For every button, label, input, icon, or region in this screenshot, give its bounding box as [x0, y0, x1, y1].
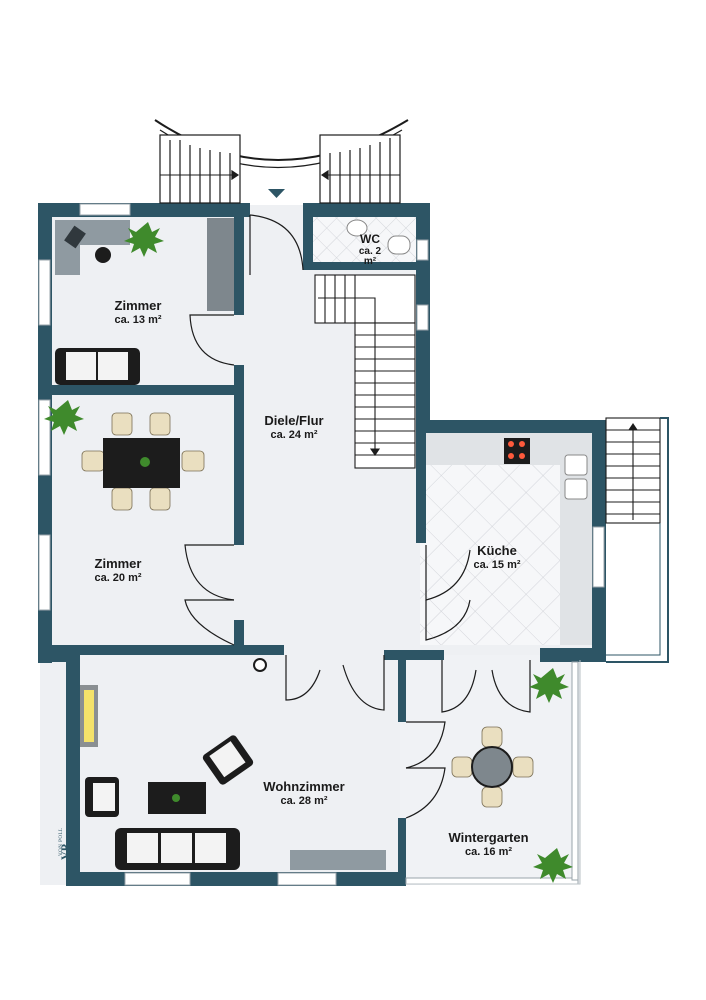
- room-label-zimmer-20: Zimmer ca. 20 m²: [68, 556, 168, 586]
- room-area-line2: m²: [363, 256, 377, 267]
- entrance-door: [249, 214, 304, 275]
- room-label-zimmer-13: Zimmer ca. 13 m²: [88, 298, 188, 328]
- room-name: Küche: [477, 543, 517, 558]
- room-name: WC: [360, 232, 380, 246]
- round-table-set: [451, 726, 534, 808]
- room-area: ca. 24 m²: [270, 429, 318, 442]
- room-label-wc: WC ca. 2 m²: [345, 232, 395, 267]
- logo-name: VON POLL: [59, 827, 64, 856]
- logo-sub: IMMOBILIEN: [66, 831, 71, 856]
- windows: [38, 203, 605, 886]
- coffee-table: [148, 782, 206, 814]
- door-zimmer-mid: [184, 544, 235, 646]
- kitchen-tile-floor: [420, 465, 560, 645]
- terrace-stairs: [605, 417, 669, 663]
- room-name: Diele/Flur: [264, 413, 324, 428]
- sideboard: [290, 850, 386, 870]
- room-name: Wohnzimmer: [263, 779, 345, 794]
- entrance-arrow-icon: [268, 189, 285, 198]
- wardrobe: [207, 218, 234, 311]
- wintergarten-outline: [406, 660, 581, 885]
- room-label-kueche: Küche ca. 15 m²: [447, 543, 547, 573]
- wc-fixtures: [346, 219, 411, 255]
- room-area: ca. 15 m²: [473, 559, 521, 572]
- plant-icon: [529, 668, 569, 703]
- plant-icon: [533, 848, 573, 883]
- room-area: ca. 16 m²: [464, 846, 513, 859]
- inner-stairs: [314, 274, 416, 469]
- room-label-diele: Diele/Flur ca. 24 m²: [244, 413, 344, 443]
- doors-diele: [285, 545, 471, 711]
- room-area-line1: ca. 2: [358, 246, 382, 257]
- room-name: Zimmer: [94, 556, 142, 571]
- door-zimmer-top: [189, 314, 235, 366]
- entrance-stairs: [154, 119, 409, 204]
- room-name: Zimmer: [114, 298, 162, 313]
- column: [253, 658, 267, 672]
- desk: [55, 220, 130, 275]
- fireplace: [80, 685, 98, 747]
- room-area: ca. 28 m²: [280, 795, 328, 808]
- von-poll-logo: VP VON POLL IMMOBILIEN: [56, 812, 82, 882]
- doors-wintergarten: [405, 660, 531, 819]
- room-area: ca. 20 m²: [94, 572, 142, 585]
- dining-set: [81, 412, 205, 511]
- room-label-wintergarten: Wintergarten ca. 16 m²: [431, 830, 546, 860]
- armchair-left: [85, 777, 119, 817]
- sofa-small: [55, 348, 140, 385]
- sofa-large: [115, 828, 240, 870]
- kitchen-counters: [426, 433, 592, 645]
- armchair-right: [202, 735, 254, 785]
- room-label-wohnzimmer: Wohnzimmer ca. 28 m²: [254, 779, 354, 809]
- plant-icon: [124, 222, 164, 257]
- plant-icon: [44, 400, 84, 435]
- room-name: Wintergarten: [448, 830, 529, 845]
- room-area: ca. 13 m²: [114, 314, 162, 327]
